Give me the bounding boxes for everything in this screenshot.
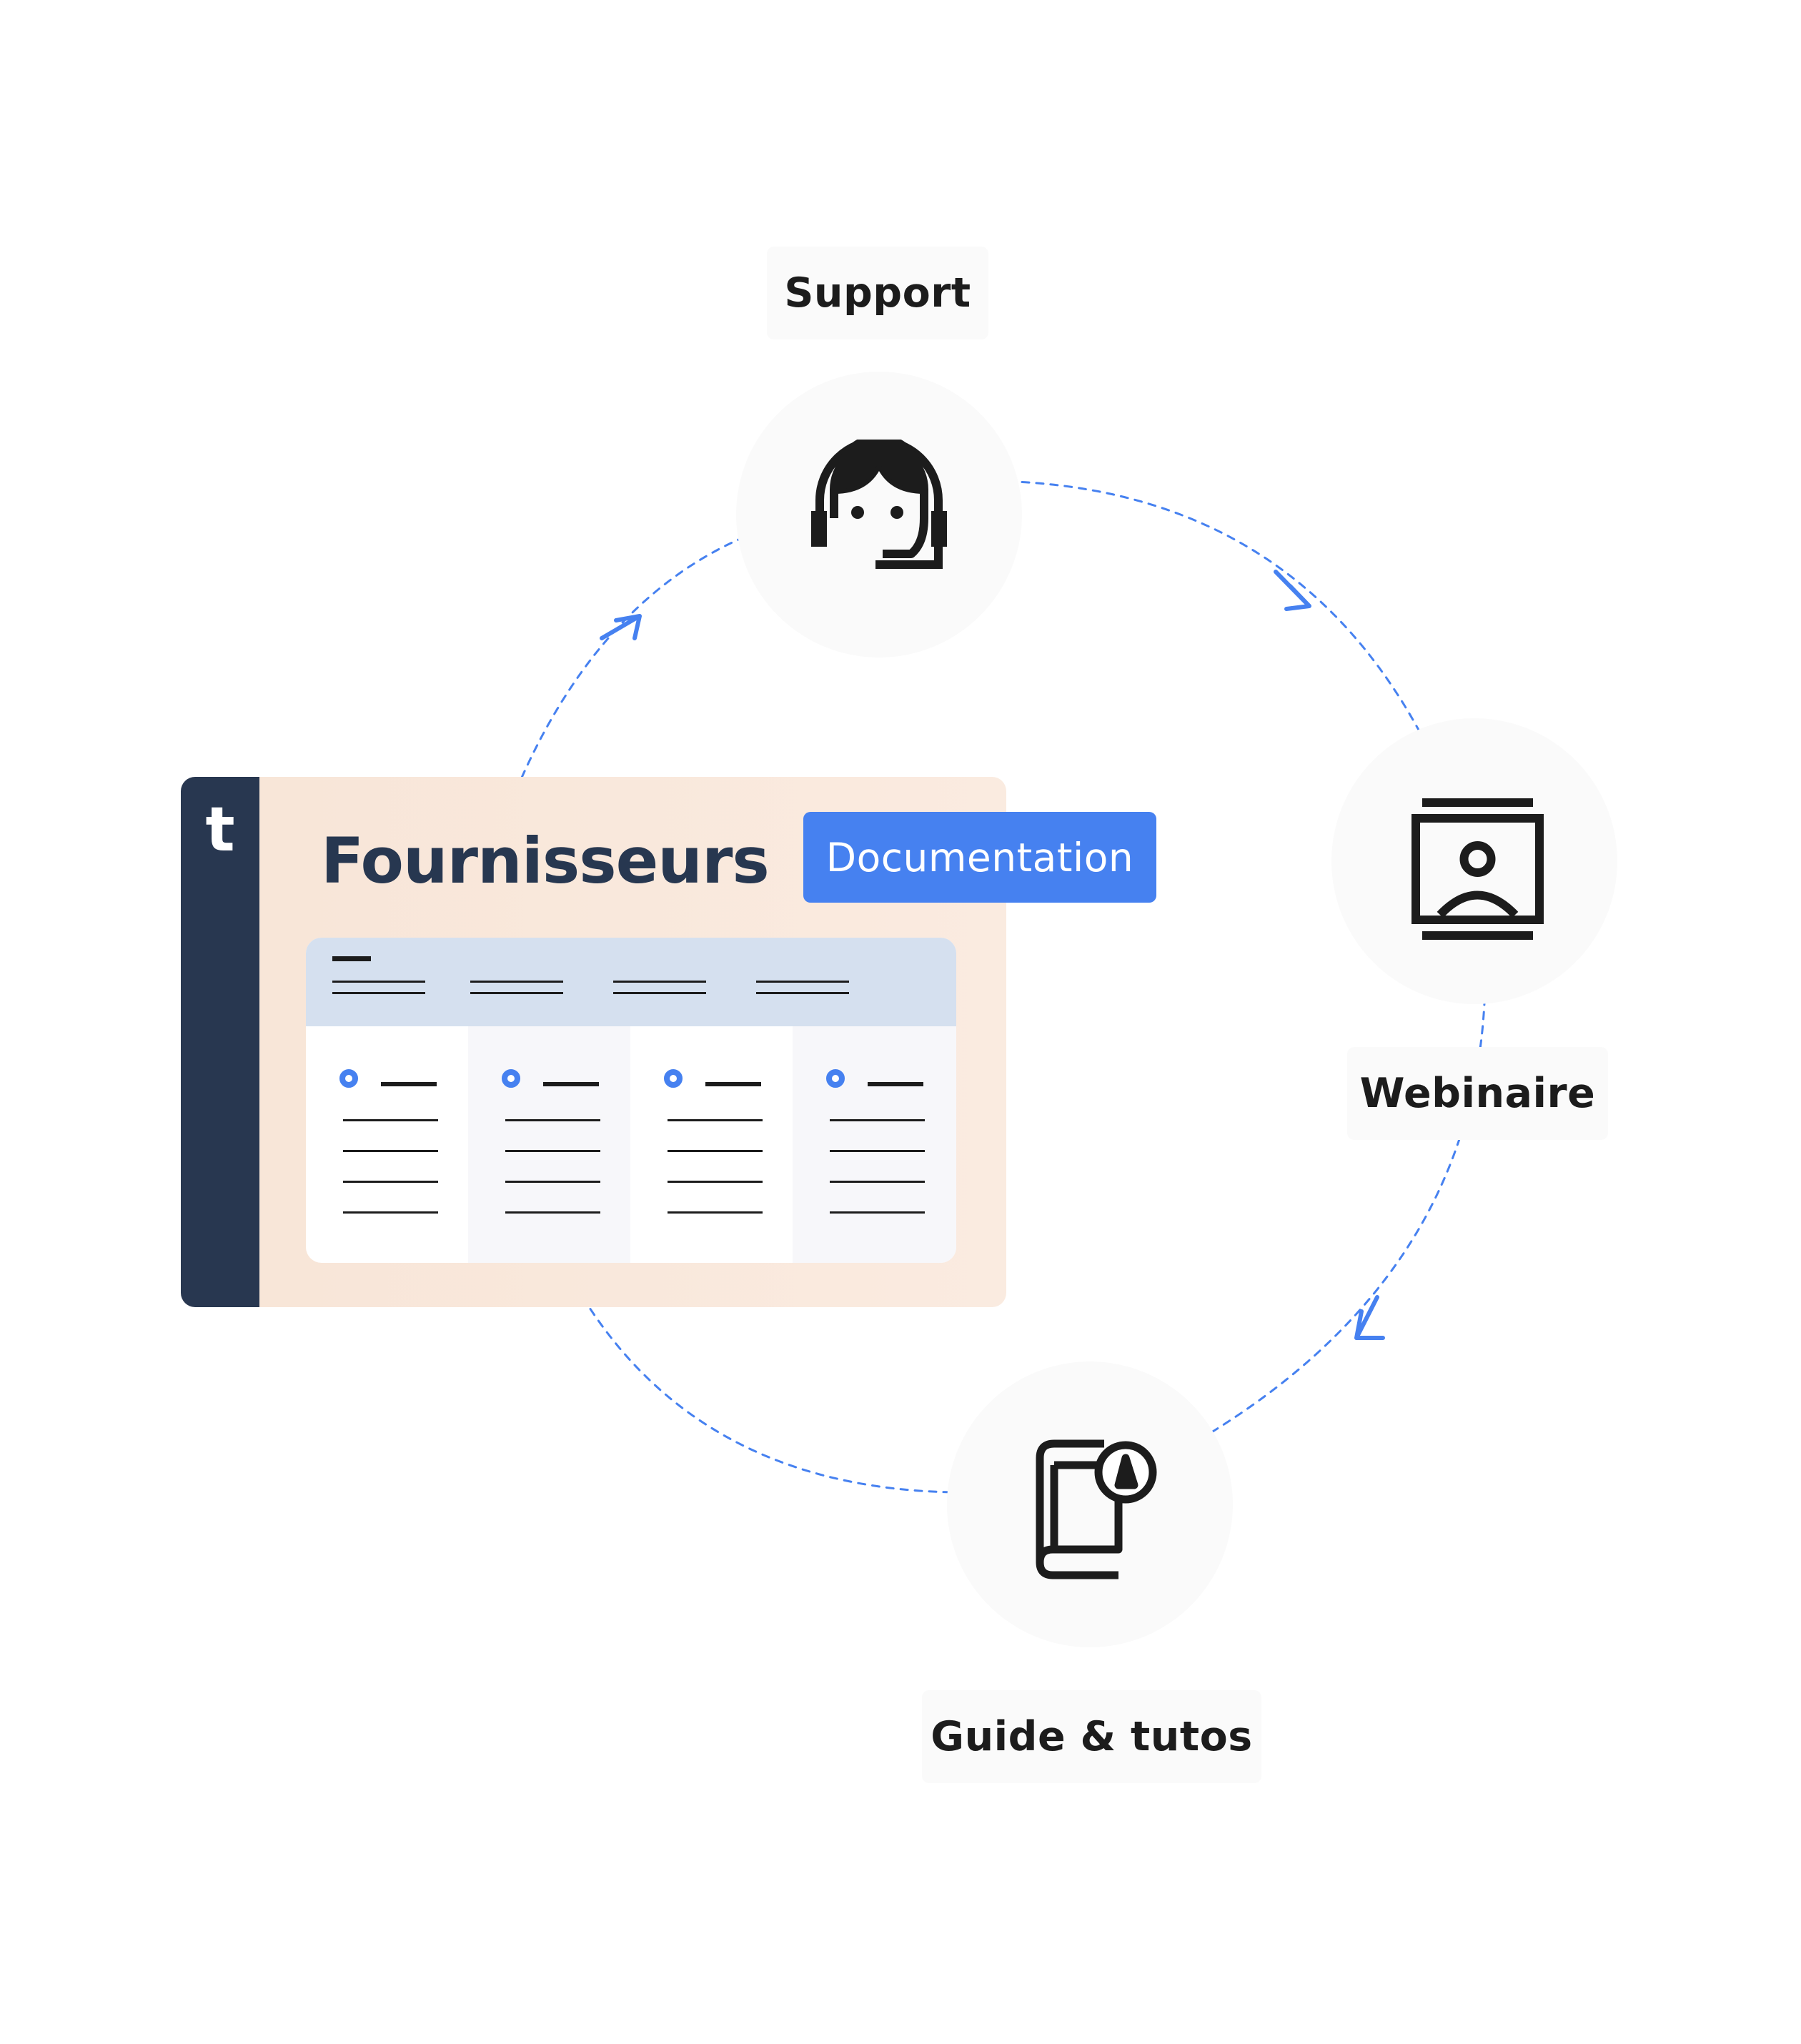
header-line [332,981,425,983]
webinar-label: Webinaire [1347,1047,1608,1140]
row-line [668,1150,763,1152]
header-line [756,981,849,983]
header-dash [332,956,371,961]
flow-arc-support-to-webinar [992,480,1434,759]
radio-button[interactable] [502,1069,520,1088]
book-cursor-icon [1036,1439,1157,1579]
guide-node [947,1361,1233,1647]
row-line [830,1181,925,1183]
webinar-node [1331,718,1617,1004]
suppliers-table [306,938,956,1263]
column-title-line [705,1082,761,1086]
row-line [668,1181,763,1183]
flow-arrow-2 [1354,1295,1385,1340]
guide-label: Guide & tutos [922,1690,1261,1783]
header-line [470,992,563,994]
column-title-line [381,1082,437,1086]
page-title: Fournisseurs [321,824,770,898]
radio-button[interactable] [339,1069,358,1088]
flow-arc-webinar-to-guide [1185,982,1487,1449]
support-node [736,372,1022,658]
header-line [613,992,706,994]
flow-arrow-3 [600,614,642,640]
app-logo: t [205,794,235,865]
headset-agent-icon [811,440,947,569]
flow-arc-guide-to-app [588,1306,981,1494]
support-label: Support [767,247,988,339]
table-column [306,1026,468,1263]
row-line [505,1211,600,1214]
header-line [613,981,706,983]
radio-button[interactable] [826,1069,845,1088]
row-line [830,1119,925,1121]
row-line [668,1211,763,1214]
column-title-line [868,1082,923,1086]
row-line [668,1119,763,1121]
documentation-button[interactable]: Documentation [803,812,1156,903]
column-title-line [543,1082,599,1086]
row-line [505,1181,600,1183]
row-line [830,1150,925,1152]
radio-button[interactable] [664,1069,683,1088]
row-line [343,1150,438,1152]
presentation-screen-icon [1411,798,1544,940]
row-line [830,1211,925,1214]
row-line [505,1119,600,1121]
flow-arrow-1 [1274,570,1311,611]
table-column [630,1026,793,1263]
table-header [306,938,956,1026]
row-line [343,1119,438,1121]
app-sidebar [181,777,259,1307]
table-column [793,1026,956,1263]
header-line [470,981,563,983]
header-line [756,992,849,994]
table-column [468,1026,630,1263]
header-line [332,992,425,994]
row-line [343,1181,438,1183]
flow-arc-app-to-support [520,527,766,779]
row-line [505,1150,600,1152]
row-line [343,1211,438,1214]
